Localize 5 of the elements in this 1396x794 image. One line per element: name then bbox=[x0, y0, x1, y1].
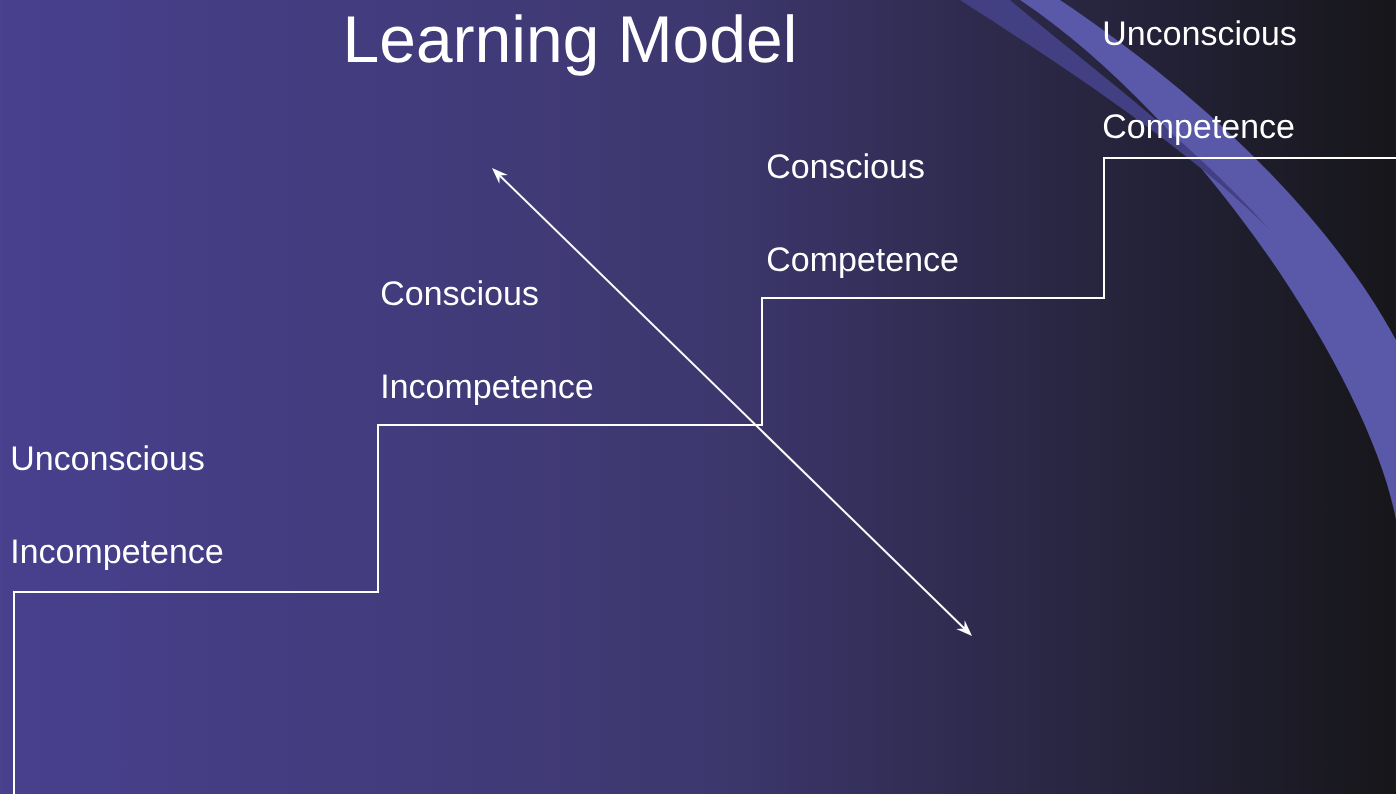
stage-label: Unconscious Incompetence bbox=[12, 445, 223, 571]
stage-label: Unconscious Competence bbox=[1103, 20, 1296, 146]
slide-title: Learning Model bbox=[347, 14, 793, 76]
stage-label: Conscious Incompetence bbox=[381, 280, 593, 406]
stage-label: Conscious Competence bbox=[767, 153, 958, 279]
